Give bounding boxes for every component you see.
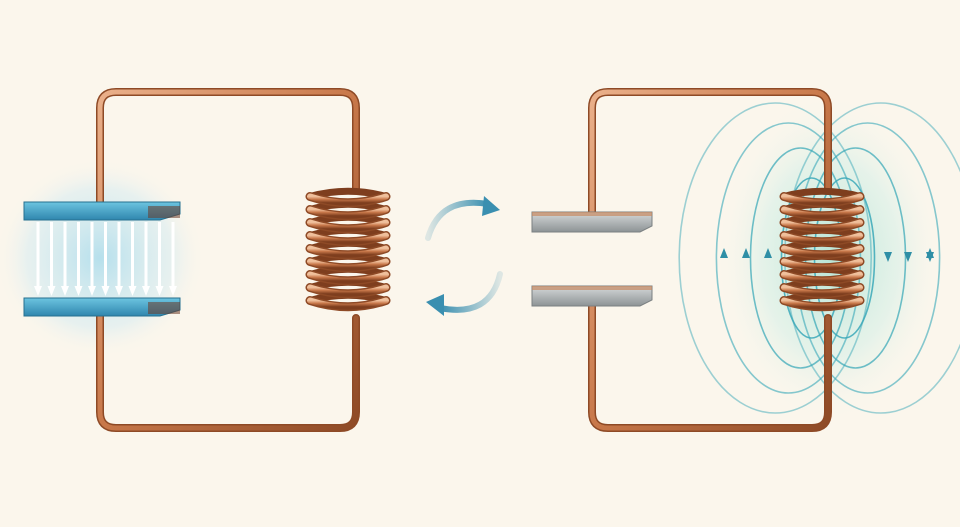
coil-turn-front bbox=[781, 284, 863, 297]
coil-turn-front bbox=[307, 232, 389, 245]
field-arrow-icon bbox=[742, 248, 750, 258]
coil-turn-front bbox=[307, 206, 389, 219]
field-arrow-icon bbox=[34, 286, 42, 296]
right-capacitor bbox=[531, 211, 653, 307]
coil-turn-front bbox=[307, 219, 389, 232]
field-arrow-icon bbox=[142, 286, 150, 296]
coil-turn-front bbox=[307, 245, 389, 258]
right-inductor-coil bbox=[779, 187, 865, 312]
cycle-arrow-icon bbox=[425, 196, 503, 316]
cycle-arrow-bottom bbox=[437, 271, 503, 313]
left-circuit bbox=[0, 88, 391, 432]
coil-turn-front bbox=[307, 271, 389, 284]
coil-turn-front bbox=[781, 258, 863, 271]
coil-turn-front bbox=[781, 232, 863, 245]
field-arrow-icon bbox=[88, 286, 96, 296]
field-arrow-icon bbox=[720, 248, 728, 258]
left-inductor-coil bbox=[305, 187, 391, 312]
field-arrow-icon bbox=[926, 248, 934, 258]
coil-turn-front bbox=[781, 193, 863, 206]
right-wire-highlight bbox=[589, 89, 831, 431]
electric-field-lines bbox=[34, 222, 177, 296]
cycle-arrowhead-top bbox=[482, 196, 500, 216]
field-arrow-icon bbox=[884, 252, 892, 262]
coil-turn-front bbox=[781, 219, 863, 232]
left-capacitor bbox=[23, 201, 181, 317]
field-arrow-icon bbox=[155, 286, 164, 296]
field-arrow-icon bbox=[764, 248, 772, 258]
coil-turn-front bbox=[781, 271, 863, 284]
field-arrow-icon bbox=[904, 252, 912, 262]
field-arrow-icon bbox=[128, 286, 137, 296]
cycle-arrowhead-bottom bbox=[426, 294, 444, 316]
coil-turn-front bbox=[307, 284, 389, 297]
magnetic-field-line bbox=[678, 102, 873, 414]
coil-turn-front bbox=[307, 297, 389, 310]
field-arrow-icon bbox=[74, 286, 83, 296]
coil-turn-front bbox=[781, 297, 863, 310]
coil-turn-front bbox=[781, 206, 863, 219]
coil-turn-front bbox=[307, 193, 389, 206]
field-arrow-icon bbox=[61, 286, 69, 296]
field-arrow-icon bbox=[101, 286, 110, 296]
field-arrow-icon bbox=[47, 286, 56, 296]
right-circuit bbox=[531, 88, 960, 432]
field-arrow-icon bbox=[115, 286, 123, 296]
left-wire-highlight bbox=[97, 89, 359, 431]
coil-turn-front bbox=[307, 258, 389, 271]
coil-turn-front bbox=[781, 245, 863, 258]
cycle-arrow-top bbox=[425, 199, 491, 241]
field-arrow-icon bbox=[169, 286, 177, 296]
